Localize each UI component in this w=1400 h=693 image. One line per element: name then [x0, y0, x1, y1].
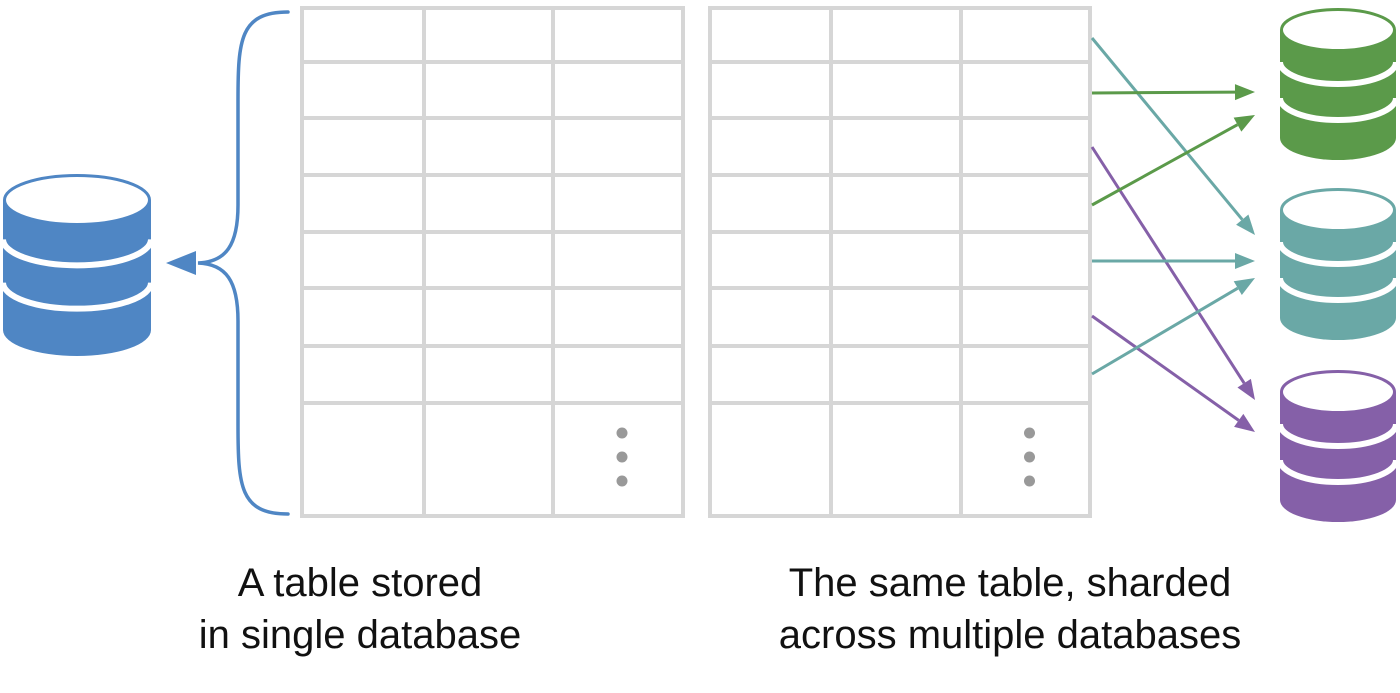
arrowhead-row-7 — [1233, 278, 1255, 296]
curly-brace — [197, 10, 290, 516]
arrow-row-4-to-green — [1091, 123, 1239, 207]
arrow-row-6-to-purple — [1091, 314, 1240, 422]
caption-single-table: A table stored in single database — [160, 557, 560, 661]
arrowhead-row-3 — [1237, 378, 1255, 400]
single-table-more-rows-dot — [616, 475, 628, 487]
shard-teal-database-icon — [1277, 188, 1399, 340]
single-database-icon — [0, 174, 154, 356]
single-table — [300, 6, 685, 518]
single-database-icon — [0, 174, 154, 356]
caption-single-line1: A table stored — [237, 561, 483, 605]
brace-arrow — [166, 10, 290, 516]
sharded-table — [708, 6, 1092, 518]
single-table-more-rows-dot — [616, 427, 628, 439]
sharded-table-more-rows-dot — [1024, 451, 1035, 463]
arrow-row-7-to-teal — [1091, 286, 1239, 376]
arrowhead-row-5 — [1235, 253, 1255, 269]
single-table-more-rows-dot — [616, 451, 628, 463]
sharded-table-frame — [708, 6, 1092, 518]
arrowhead-row-4 — [1233, 115, 1255, 132]
sharded-table-more-rows-dot — [1024, 427, 1035, 439]
arrow-row-2-to-green — [1091, 90, 1236, 95]
arrowhead-row-6 — [1234, 413, 1255, 432]
caption-single-line2: in single database — [198, 613, 522, 657]
arrow-row-3-to-purple — [1090, 146, 1246, 384]
brace-arrowhead — [166, 251, 196, 275]
arrow-row-1-to-teal — [1090, 37, 1244, 221]
caption-sharded-table: The same table, sharded across multiple … — [710, 557, 1310, 661]
shard-purple-database-icon — [1277, 370, 1399, 522]
caption-sharded-line1: The same table, sharded — [788, 561, 1232, 605]
shard-green-database-icon — [1277, 8, 1399, 160]
shard-arrows — [1090, 37, 1255, 432]
sharded-table-more-rows-dot — [1024, 475, 1035, 487]
shard-databases — [1277, 8, 1399, 522]
caption-sharded-line2: across multiple databases — [778, 613, 1242, 657]
arrowhead-row-2 — [1234, 84, 1255, 101]
single-table-frame — [300, 6, 685, 518]
arrowhead-row-1 — [1236, 214, 1255, 235]
